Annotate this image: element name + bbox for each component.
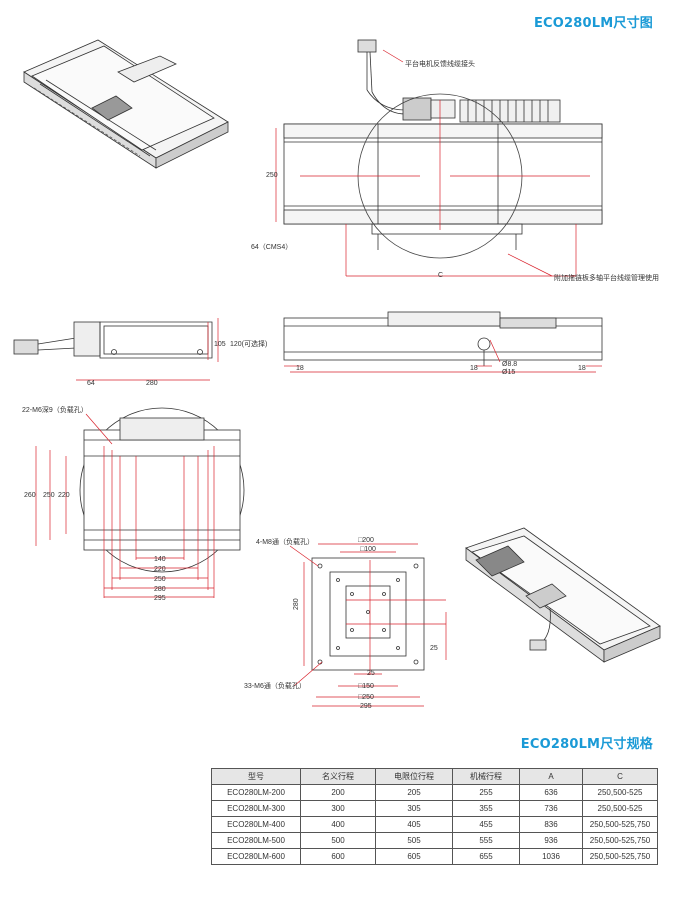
detail-view — [79, 407, 245, 573]
load-holes-m8-label: 4-M8通（负载孔） — [256, 537, 314, 546]
hole-pattern-plate — [311, 557, 425, 671]
cell-mechanical: 255 — [452, 784, 520, 801]
dim-280-a: 280 — [146, 380, 158, 387]
cell-c: 250,500-525,750 — [582, 832, 658, 849]
col-c: C — [582, 768, 658, 785]
cell-electric: 205 — [375, 784, 453, 801]
load-holes-m6-deep-label: 22-M6深9（负载孔） — [22, 405, 88, 414]
dim-200: □200 — [358, 537, 374, 544]
cell-nominal: 200 — [300, 784, 376, 801]
cell-mechanical: 655 — [452, 848, 520, 865]
cell-a: 936 — [519, 832, 583, 849]
drawing-title: ECO280LM尺寸图 — [533, 16, 653, 31]
spec-title: ECO280LM尺寸规格 — [520, 737, 653, 752]
cell-mechanical: 355 — [452, 800, 520, 817]
side-view-dims — [284, 339, 602, 373]
dim-260: 260 — [24, 492, 36, 499]
cell-electric: 405 — [375, 816, 453, 833]
dim-25-b: 25 — [367, 670, 375, 677]
dia-15-label: Ø15 — [502, 369, 515, 376]
dim-c: C — [438, 272, 443, 279]
optional-120-label: 120(可选择) — [230, 339, 267, 348]
dim-18-a: 18 — [296, 365, 304, 372]
dim-150: □150 — [358, 683, 374, 690]
dim-220-b: 220 — [154, 566, 166, 573]
cell-c: 250,500-525 — [582, 800, 658, 817]
dim-280-b: 280 — [154, 586, 166, 593]
table-row: ECO280LM-200 200 205 255 636 250,500-525 — [211, 784, 658, 801]
dia-8-8-label: Ø8.8 — [502, 361, 517, 368]
cell-model: ECO280LM-500 — [211, 832, 301, 849]
dim-100: □100 — [360, 546, 376, 553]
cell-nominal: 400 — [300, 816, 376, 833]
cell-a: 1036 — [519, 848, 583, 865]
cell-electric: 305 — [375, 800, 453, 817]
top-view — [283, 39, 603, 259]
cell-mechanical: 555 — [452, 832, 520, 849]
cell-electric: 605 — [375, 848, 453, 865]
side-view — [283, 311, 603, 366]
cell-model: ECO280LM-300 — [211, 800, 301, 817]
end-view-dims — [76, 318, 219, 381]
dim-220-a: 220 — [58, 492, 70, 499]
iso-view-bottom — [465, 527, 661, 663]
table-row: ECO280LM-500 500 505 555 936 250,500-525… — [211, 832, 658, 849]
end-view — [13, 321, 213, 359]
cell-model: ECO280LM-600 — [211, 848, 301, 865]
cell-a: 836 — [519, 816, 583, 833]
dim-280-c: 280 — [293, 598, 300, 610]
spec-table: 型号 名义行程 电限位行程 机械行程 A C ECO280LM-200 200 … — [211, 768, 658, 865]
load-holes-m6-label: 33-M6通（负载孔） — [244, 681, 306, 690]
dim-250-c: 250 — [154, 576, 166, 583]
dim-250-b: 250 — [43, 492, 55, 499]
cell-mechanical: 455 — [452, 816, 520, 833]
cell-c: 250,500-525,750 — [582, 816, 658, 833]
cell-electric: 505 — [375, 832, 453, 849]
cell-nominal: 600 — [300, 848, 376, 865]
dim-295-b: 295 — [360, 703, 372, 710]
table-row: ECO280LM-600 600 605 655 1036 250,500-52… — [211, 848, 658, 865]
top-view-dims — [275, 49, 590, 277]
dim-140: 140 — [154, 556, 166, 563]
cell-nominal: 500 — [300, 832, 376, 849]
iso-view-top — [23, 39, 229, 169]
cell-c: 250,500-525,750 — [582, 848, 658, 865]
dim-295-a: 295 — [154, 595, 166, 602]
dim-64: 64 — [87, 380, 95, 387]
dim-105: 105 — [214, 341, 226, 348]
cell-model: ECO280LM-400 — [211, 816, 301, 833]
cell-c: 250,500-525 — [582, 784, 658, 801]
col-nominal-stroke: 名义行程 — [300, 768, 376, 785]
dim-18-b: 18 — [470, 365, 478, 372]
detail-view-dims — [35, 413, 215, 598]
cell-model: ECO280LM-200 — [211, 784, 301, 801]
col-model: 型号 — [211, 768, 301, 785]
col-mechanical-stroke: 机械行程 — [452, 768, 520, 785]
cable-joint-label: 平台电机反馈线缆接头 — [405, 59, 475, 68]
cell-nominal: 300 — [300, 800, 376, 817]
dim-250-d: □250 — [358, 694, 374, 701]
table-row: ECO280LM-400 400 405 455 836 250,500-525… — [211, 816, 658, 833]
cable-tray-label: 附加拖链板多轴平台线缆管理使用 — [554, 273, 659, 282]
dim-25-a: 25 — [430, 645, 438, 652]
cell-a: 636 — [519, 784, 583, 801]
spec-table-header: 型号 名义行程 电限位行程 机械行程 A C — [211, 768, 658, 785]
cms4-label: 64（CMS4） — [251, 243, 292, 251]
dim-18-c: 18 — [578, 365, 586, 372]
hole-pattern-dims — [289, 543, 447, 707]
col-electric-stroke: 电限位行程 — [375, 768, 453, 785]
dim-250-a: 250 — [266, 172, 278, 179]
cell-a: 736 — [519, 800, 583, 817]
col-a: A — [519, 768, 583, 785]
table-row: ECO280LM-300 300 305 355 736 250,500-525 — [211, 800, 658, 817]
